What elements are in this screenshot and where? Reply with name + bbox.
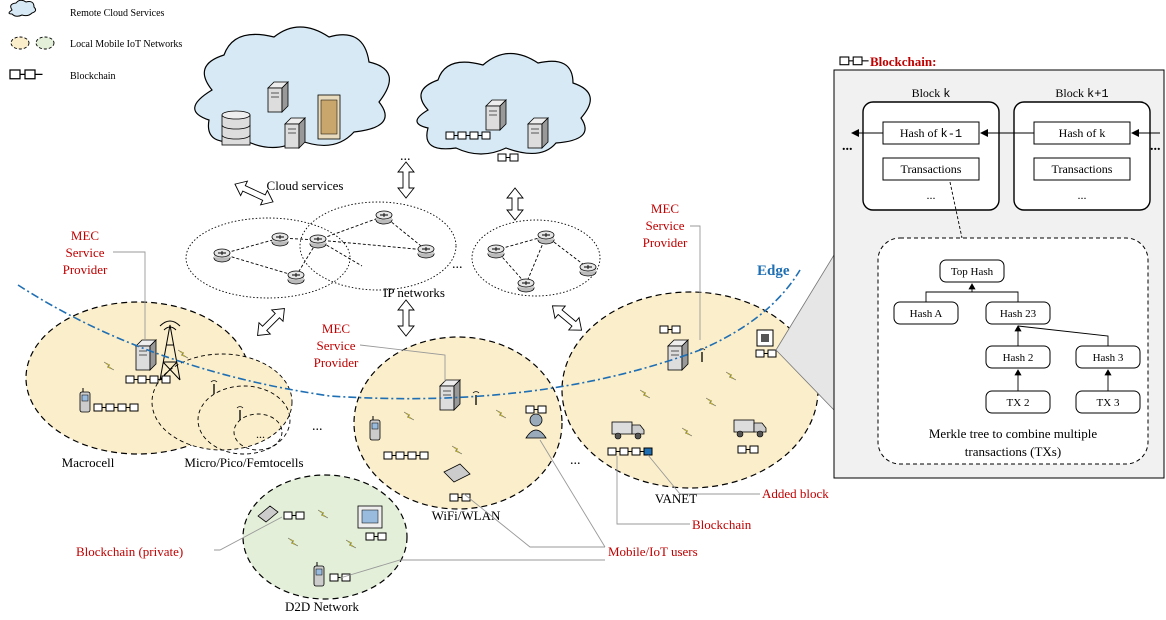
block-k1-title: Block k+1: [1055, 86, 1108, 101]
legend-chain-icon: [9, 69, 43, 80]
vehicle-chain: [607, 447, 653, 456]
chain-right-dots: ...: [1150, 139, 1161, 154]
tx-3: TX 3: [1097, 397, 1120, 409]
link-arrows: [234, 161, 583, 337]
svg-text:Service: Service: [317, 338, 356, 353]
hash-23: Hash 23: [1000, 308, 1037, 320]
callout-blockchain-private: Blockchain (private): [76, 544, 183, 559]
mec-label-center: MEC Service Provider: [314, 321, 446, 382]
router-icon: [537, 230, 555, 245]
panel-title: Blockchain:: [870, 54, 936, 69]
cloud-right: [416, 52, 591, 162]
router-icon: [309, 234, 327, 249]
wifi-network: WiFi/WLAN: [353, 336, 563, 523]
legend-d2d-icon: [35, 36, 55, 50]
svg-text:Provider: Provider: [643, 235, 688, 250]
svg-text:Provider: Provider: [314, 355, 359, 370]
macrocell-network: ... Macrocell Micro/Pico/Femtocells: [25, 301, 304, 470]
svg-text:Provider: Provider: [63, 262, 108, 277]
femto-ellipsis: ...: [256, 427, 265, 441]
micro-label: Micro/Pico/Femtocells: [184, 455, 303, 470]
callout-mobile-users: Mobile/IoT users: [608, 544, 698, 559]
cloud-server-icon: [485, 99, 507, 131]
svg-text:MEC: MEC: [651, 201, 679, 216]
block-k-hash: Hash of k-1: [900, 126, 962, 141]
router-icon: [517, 278, 535, 293]
mec-label-right: MEC Service Provider: [643, 201, 701, 340]
svg-text:Service: Service: [66, 245, 105, 260]
router-icon: [579, 262, 597, 277]
cloud-ellipsis: ...: [400, 149, 411, 164]
router-icon: [271, 232, 289, 247]
wifi-ellipsis: ...: [570, 453, 581, 468]
phone-icon: [257, 505, 279, 523]
cloud-server-icon: [284, 117, 306, 149]
legend: Remote Cloud Services Local Mobile IoT N…: [8, 0, 182, 82]
tx-2: TX 2: [1007, 397, 1030, 409]
vanet-network: VANET: [561, 291, 819, 506]
block-k1-dots: ...: [1078, 188, 1087, 202]
edge-boundary: [17, 269, 801, 400]
mec-server-icon: [439, 379, 461, 411]
local-ellipsis: ...: [312, 419, 323, 434]
cloud-server-icon: [527, 117, 549, 149]
block-k1-hash: Hash of k: [1059, 126, 1106, 140]
ip-networks-label: IP networks: [383, 285, 445, 300]
cloud-left: Cloud services: [194, 26, 390, 193]
legend-local-label: Local Mobile IoT Networks: [70, 39, 182, 50]
merkle-caption-2: transactions (TXs): [965, 444, 1061, 459]
mec-server-icon: [135, 339, 157, 371]
mec-label-left: MEC Service Provider: [63, 228, 146, 340]
top-hash: Top Hash: [951, 266, 994, 278]
cloud-storage-icon: [317, 94, 341, 140]
hash-a: Hash A: [910, 308, 943, 320]
merkle-caption-1: Merkle tree to combine multiple: [929, 426, 1097, 441]
router-icon: [287, 270, 305, 285]
callout-added-block: Added block: [762, 486, 829, 501]
hash-3: Hash 3: [1093, 352, 1124, 364]
chain-icon: [497, 153, 519, 162]
router-icon: [375, 210, 393, 225]
macrocell-label: Macrocell: [62, 455, 115, 470]
panel-chain-icon: [839, 56, 869, 66]
wifi-label: WiFi/WLAN: [432, 508, 501, 523]
router-icon: [417, 244, 435, 259]
block-k-title: Block k: [912, 86, 951, 101]
legend-chain-label: Blockchain: [70, 71, 116, 82]
cloud-server-icon: [267, 81, 289, 113]
block-k-transactions: Transactions: [901, 162, 962, 176]
svg-text:MEC: MEC: [322, 321, 350, 336]
legend-cloud-label: Remote Cloud Services: [70, 8, 165, 19]
legend-local-icon: [10, 36, 30, 50]
database-icon: [221, 110, 251, 146]
svg-text:Service: Service: [646, 218, 685, 233]
callout-lines: [214, 439, 760, 579]
laptop-icon: [443, 463, 471, 483]
ip-networks: ... IP networks: [185, 201, 601, 300]
legend-cloud-icon: [8, 0, 37, 17]
edge-label: Edge: [757, 263, 790, 279]
d2d-label: D2D Network: [285, 599, 360, 614]
blockchain-panel: Blockchain: Block k Hash of k-1 Transact…: [833, 54, 1165, 479]
router-icon: [487, 244, 505, 259]
block-k1-transactions: Transactions: [1052, 162, 1113, 176]
router-icon: [213, 248, 231, 263]
rsu-chip-icon: [756, 329, 774, 347]
block-k-dots: ...: [927, 188, 936, 202]
user-icon: [525, 413, 547, 439]
added-block-icon: [643, 447, 653, 456]
vanet-label: VANET: [655, 491, 697, 506]
hash-2: Hash 2: [1003, 352, 1034, 364]
svg-text:MEC: MEC: [71, 228, 99, 243]
cloud-services-label: Cloud services: [267, 178, 344, 193]
cell-tower-icon: [159, 320, 181, 381]
ip-ellipsis: ...: [452, 257, 463, 272]
chain-left-dots: ...: [842, 139, 853, 154]
d2d-network: D2D Network: [242, 474, 408, 614]
callout-blockchain: Blockchain: [692, 517, 752, 532]
tablet-icon: [357, 505, 383, 529]
